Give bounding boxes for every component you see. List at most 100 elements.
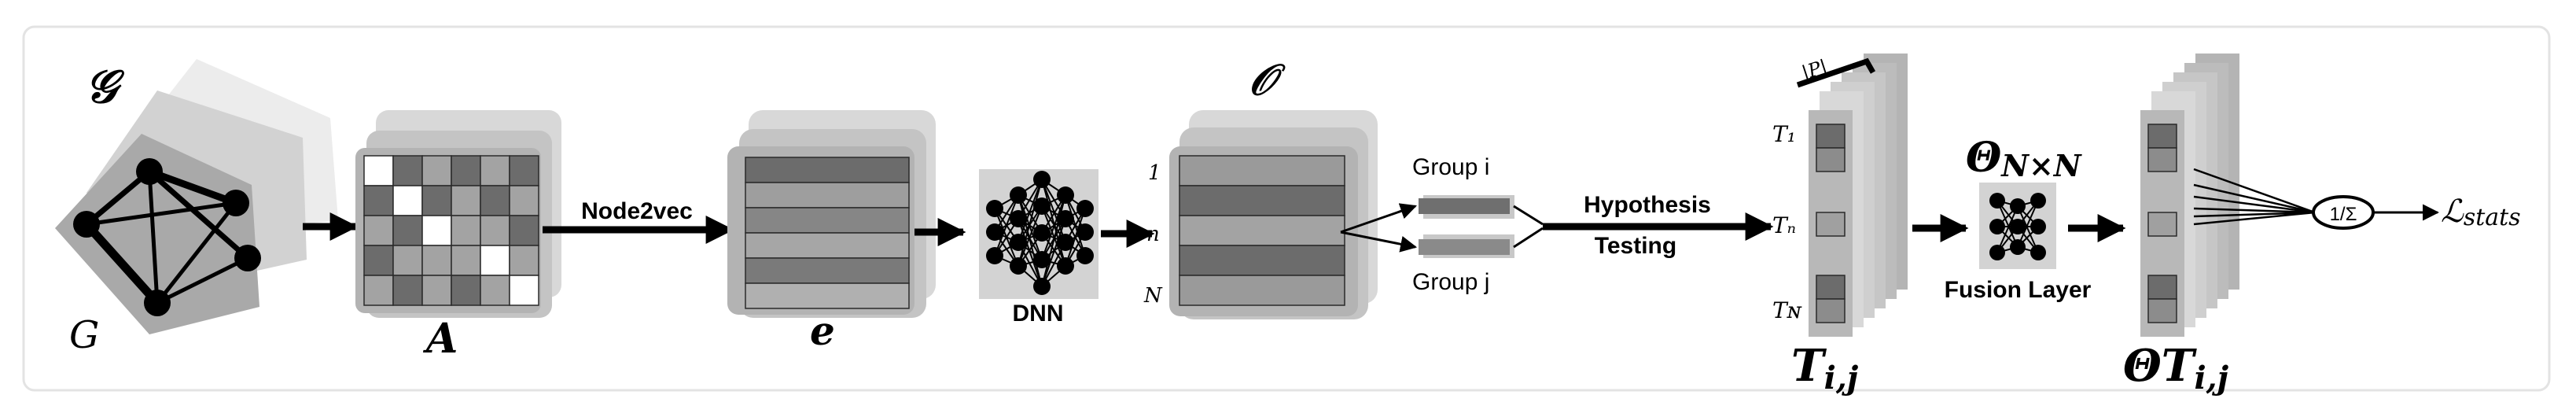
fused-column-cell (2147, 147, 2177, 172)
stat-column-cell (1816, 275, 1846, 300)
fused-column-cell (2147, 298, 2177, 323)
dnn-edge (1065, 208, 1086, 267)
node2vec-label: Node2vec (581, 198, 693, 224)
output-row-label-last: N (1143, 284, 1163, 308)
dnn-network (986, 171, 1094, 295)
fusion-title-main: Θ (1966, 134, 2001, 182)
adjacency-cell (509, 185, 539, 216)
adjacency-cell (480, 215, 510, 246)
embedding-row (745, 232, 910, 259)
adjacency-cell (480, 245, 510, 276)
dnn-node (1010, 186, 1027, 204)
adjacency-cell (363, 185, 394, 216)
fan-line (2193, 211, 2316, 226)
fusion-title-sub: N×N (2000, 148, 2082, 183)
dnn-edge (1041, 218, 1066, 287)
graph-layer-front (55, 134, 259, 334)
group-i-bar (1419, 198, 1510, 214)
aggregator-op: 1/Σ (2330, 204, 2357, 225)
stat-column-cell (1816, 212, 1846, 237)
fan-line (2193, 168, 2316, 214)
fusion-node (1989, 219, 2005, 234)
dnn-node (1033, 171, 1051, 188)
adjacency-cell (509, 215, 539, 246)
adjacency-cell (451, 185, 481, 216)
fusion-node (1989, 245, 2005, 260)
adjacency-cell (421, 185, 452, 216)
output-row (1179, 185, 1345, 216)
loss-label-sub: stats (2464, 204, 2521, 231)
embedding-matrix (745, 157, 910, 309)
adjacency-label: A (422, 315, 458, 363)
adjacency-cell (363, 215, 394, 246)
stat-column-cell (1816, 298, 1846, 323)
embedding-row (745, 207, 910, 234)
adjacency-cell (421, 155, 452, 186)
adjacency-cell (421, 245, 452, 276)
stat-column-cell (1816, 124, 1846, 149)
loss-label: ℒstats (2441, 194, 2521, 231)
fused-column-stack (2140, 54, 2239, 337)
adjacency-cell (509, 245, 539, 276)
fan-line (2193, 183, 2316, 214)
fusion-edge (2017, 200, 2039, 248)
graph-edges (83, 168, 250, 306)
adjacency-cell (363, 275, 394, 306)
adjacency-cell (480, 275, 510, 306)
output-row-label-n: n (1146, 223, 1160, 246)
fan-line (2193, 211, 2316, 218)
adjacency-cell (480, 185, 510, 216)
output-row (1179, 155, 1345, 186)
dnn-node (1076, 223, 1094, 241)
adjacency-cell (392, 155, 423, 186)
graph-label: G (69, 313, 99, 357)
arrow-group-j-converge (1513, 227, 1544, 249)
graph-stack (55, 59, 338, 334)
embedding-row (745, 282, 910, 309)
adjacency-cell (421, 215, 452, 246)
dnn-node (986, 200, 1003, 217)
stat-column-stack (1809, 54, 1908, 337)
dnn-edge (1041, 194, 1066, 287)
group-j-bar (1419, 239, 1510, 255)
fused-label-sub: i,j (2194, 360, 2228, 397)
dnn-node (1033, 197, 1051, 215)
dnn-edge (1041, 179, 1066, 267)
adjacency-cell (509, 275, 539, 306)
dnn-node (1076, 247, 1094, 264)
stat-row-label-first: T₁ (1772, 121, 1796, 147)
arrow-output-to-group-j (1340, 231, 1418, 253)
dnn-node (986, 223, 1003, 241)
fusion-node (2010, 239, 2026, 255)
dnn-edge (1018, 205, 1043, 267)
fused-column-cell (2147, 212, 2177, 237)
fusion-label: Fusion Layer (1945, 277, 2092, 303)
aggregation-fan (2193, 168, 2316, 226)
fused-column-cell (2147, 124, 2177, 149)
fusion-node (2010, 219, 2026, 234)
adjacency-cell (451, 155, 481, 186)
dnn-edge (1041, 194, 1066, 260)
adjacency-cell (509, 155, 539, 186)
fusion-network (1989, 193, 2046, 260)
dnn-node (986, 247, 1003, 264)
output-row (1179, 275, 1345, 306)
fusion-node (2030, 193, 2046, 208)
fusion-edge (2017, 205, 2039, 253)
adjacency-cell (480, 155, 510, 186)
stat-label-main: T (1791, 340, 1827, 392)
dnn-node (1010, 234, 1027, 251)
embedding-row (745, 157, 910, 183)
fan-line (2193, 195, 2316, 214)
stat-column-cell (1816, 147, 1846, 172)
fusion-title: ΘN×N (1966, 134, 2082, 183)
fused-label-main: ΘT (2123, 340, 2198, 392)
dnn-node (1033, 278, 1051, 295)
output-matrix (1179, 155, 1345, 306)
adjacency-cell (451, 275, 481, 306)
stat-row-label-n: Tₙ (1772, 212, 1796, 238)
p-bracket (1796, 57, 1876, 88)
embedding-label: e (810, 308, 835, 354)
dnn-node (1010, 210, 1027, 227)
